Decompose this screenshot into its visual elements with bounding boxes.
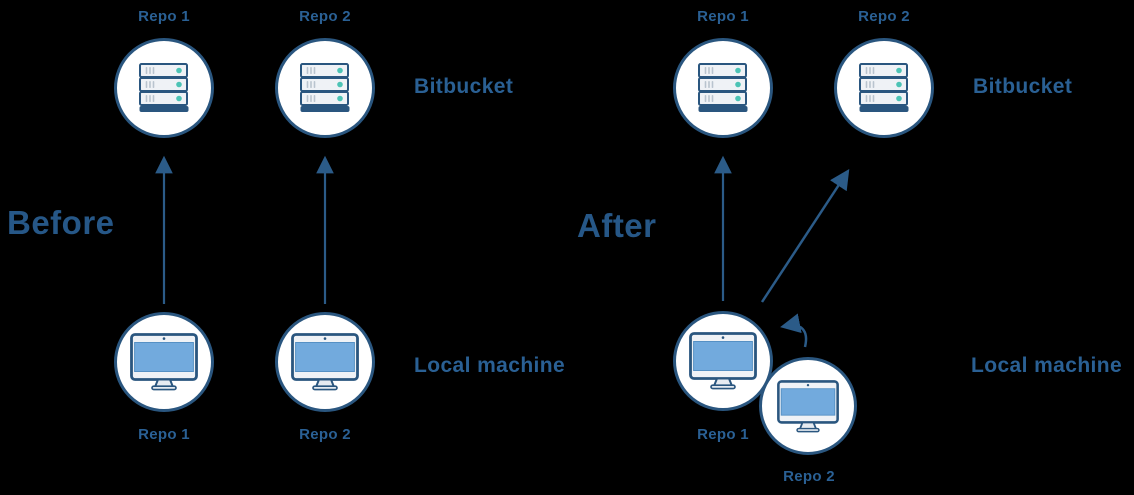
desktop-icon	[130, 333, 198, 391]
after-bitbucket-label: Bitbucket	[973, 75, 1073, 98]
before-local-machine-label: Local machine	[414, 354, 566, 377]
before-remote-repo1-node	[114, 38, 214, 138]
server-icon	[139, 63, 189, 113]
after-remote-repo2-node	[834, 38, 934, 138]
desktop-icon	[291, 333, 359, 391]
after-local-repo2-label: Repo 2	[783, 468, 835, 485]
before-local-repo1-node	[114, 312, 214, 412]
after-merge-curved-arrow	[780, 313, 808, 348]
before-remote-repo1-label: Repo 1	[138, 8, 190, 25]
desktop-icon	[777, 379, 839, 433]
server-icon	[859, 63, 909, 113]
after-push-arrow-repo2	[760, 168, 850, 303]
before-local-repo1-label: Repo 1	[138, 426, 190, 443]
server-icon	[698, 63, 748, 113]
desktop-icon	[689, 332, 757, 390]
after-local-repo2-node	[759, 357, 857, 455]
before-local-repo2-node	[275, 312, 375, 412]
after-remote-repo1-label: Repo 1	[697, 8, 749, 25]
before-remote-repo2-label: Repo 2	[299, 8, 351, 25]
after-local-repo1-label: Repo 1	[697, 426, 749, 443]
before-local-repo2-label: Repo 2	[299, 426, 351, 443]
after-heading: After	[577, 207, 657, 244]
after-remote-repo1-node	[673, 38, 773, 138]
after-local-machine-label: Local machine	[971, 354, 1123, 377]
before-bitbucket-label: Bitbucket	[414, 75, 514, 98]
after-remote-repo2-label: Repo 2	[858, 8, 910, 25]
server-icon	[300, 63, 350, 113]
after-local-repo1-node	[673, 311, 773, 411]
before-heading: Before	[7, 204, 115, 241]
before-remote-repo2-node	[275, 38, 375, 138]
